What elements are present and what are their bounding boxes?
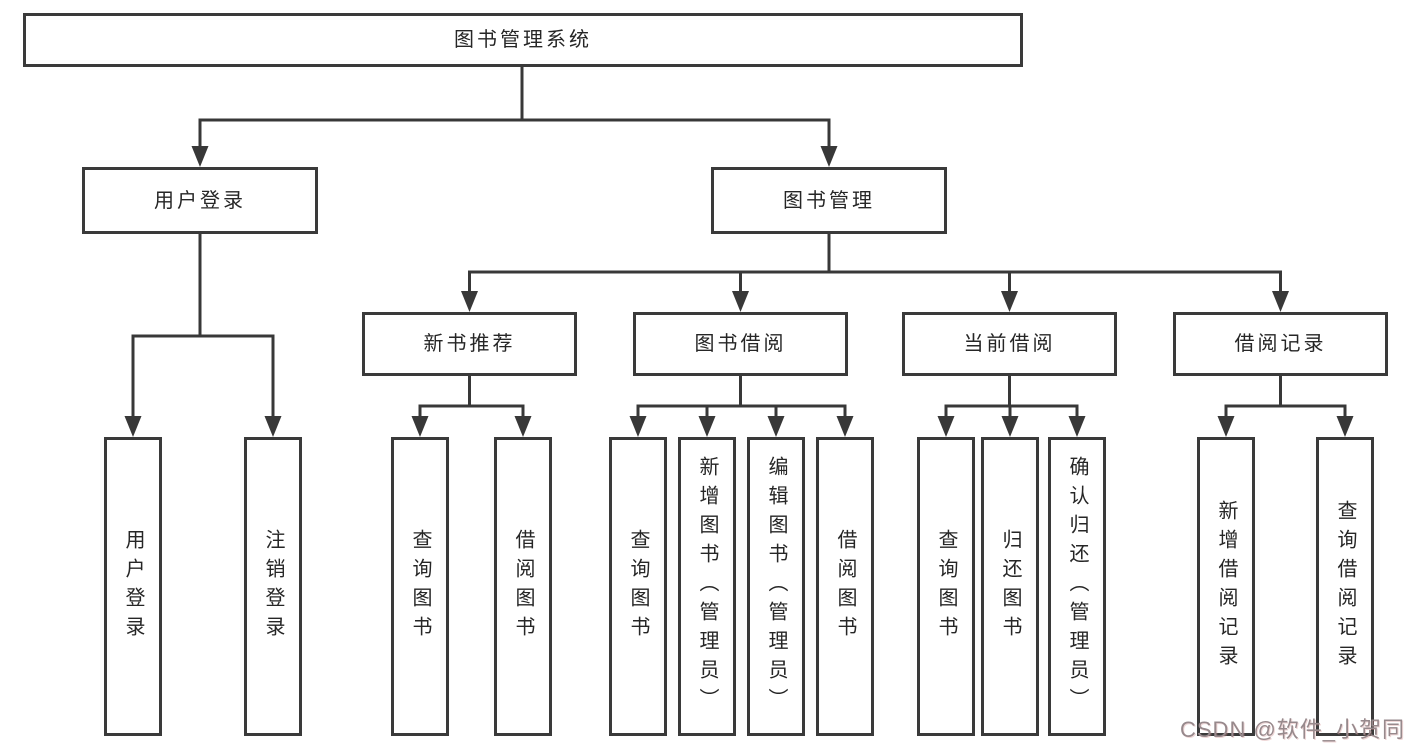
node-leaf-br-query-record: 查询借阅记录 [1316,437,1374,736]
node-leaf-br-add-record: 新增借阅记录 [1197,437,1255,736]
node-leaf-bb-query-books: 查询图书 [609,437,667,736]
node-current-borrow: 当前借阅 [902,312,1117,376]
node-borrow-records: 借阅记录 [1173,312,1388,376]
node-leaf-bb-edit-books: 编辑图书（管理员） [747,437,805,736]
node-leaf-nb-borrow-books: 借阅图书 [494,437,552,736]
watermark: CSDN @软件_小贺同学 [1180,717,1405,742]
node-book-management: 图书管理 [711,167,947,234]
node-leaf-logout: 注销登录 [244,437,302,736]
node-leaf-nb-query-books: 查询图书 [391,437,449,736]
node-root: 图书管理系统 [23,13,1023,67]
node-new-book-recommend: 新书推荐 [362,312,577,376]
node-book-borrow: 图书借阅 [633,312,848,376]
node-leaf-bb-borrow-books: 借阅图书 [816,437,874,736]
node-leaf-cb-return-books: 归还图书 [981,437,1039,736]
node-leaf-user-login: 用户登录 [104,437,162,736]
node-user-login: 用户登录 [82,167,318,234]
node-leaf-cb-confirm-return: 确认归还（管理员） [1048,437,1106,736]
node-leaf-cb-query-books: 查询图书 [917,437,975,736]
node-leaf-bb-add-books: 新增图书（管理员） [678,437,736,736]
